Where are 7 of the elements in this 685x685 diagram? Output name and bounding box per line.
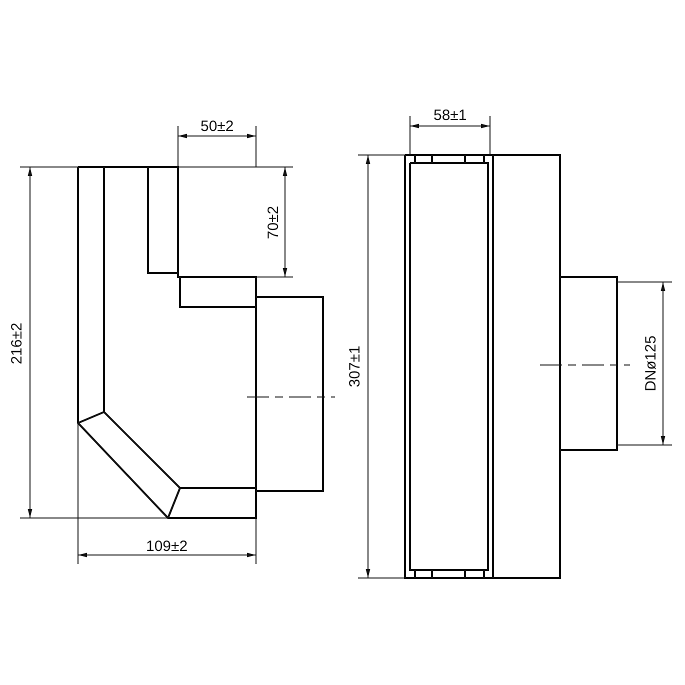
dimension-value: 216±2 xyxy=(9,321,24,365)
dimension-value: DNø125 xyxy=(643,334,658,392)
dimension-value: 50±2 xyxy=(200,118,235,134)
dimension-value: 307±1 xyxy=(347,344,362,388)
dimension-value: 109±2 xyxy=(145,538,189,554)
dimension-value: 58±1 xyxy=(432,108,468,122)
dimension-value: 70±2 xyxy=(266,204,281,240)
